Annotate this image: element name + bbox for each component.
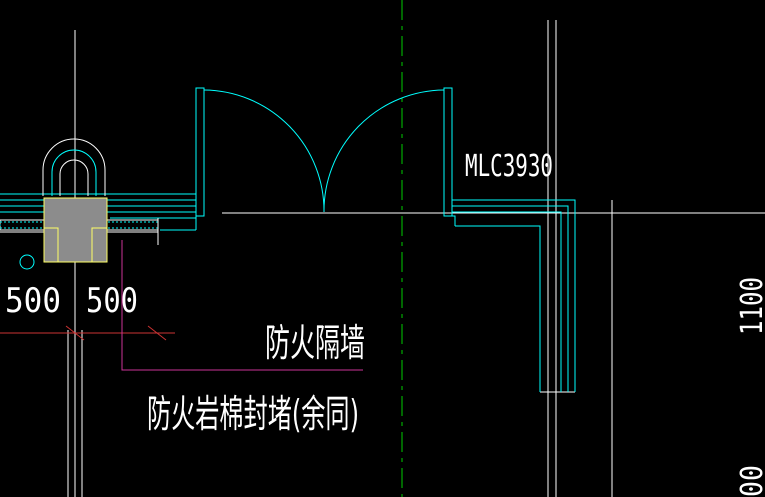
door-tag: MLC3930	[465, 149, 553, 184]
dimension-vertical-bottom: 00	[735, 465, 765, 497]
label-firewall: 防火隔墙	[265, 321, 365, 365]
small-circle	[19, 254, 35, 270]
column	[43, 197, 108, 263]
leader-line	[121, 240, 363, 371]
dimension-left: 500	[5, 281, 61, 321]
pipe-symbol	[42, 138, 106, 196]
door-frames	[195, 87, 456, 226]
door-swings	[203, 89, 445, 213]
label-rockwool: 防火岩棉封堵(余同)	[147, 392, 359, 436]
dimension-line	[0, 325, 175, 341]
dimension-vertical-top: 1100	[735, 277, 765, 335]
dimension-right: 500	[86, 281, 138, 321]
